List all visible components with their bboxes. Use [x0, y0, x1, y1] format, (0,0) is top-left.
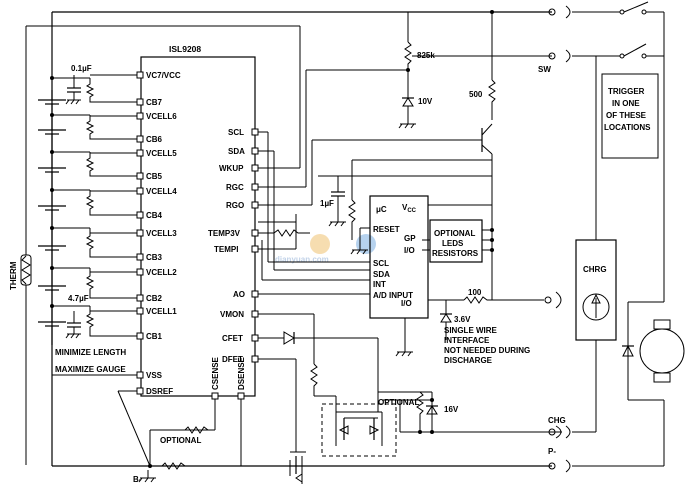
- label-100: 100: [468, 288, 482, 297]
- trigger-switches: [572, 1, 665, 467]
- pin-temp3v: TEMP3V: [208, 229, 241, 238]
- pin-vcell5: VCELL5: [146, 149, 177, 158]
- transistor-network: [412, 10, 552, 300]
- pin-cfet: CFET: [222, 334, 243, 343]
- pin-csense: CSENSE: [211, 356, 220, 390]
- mcu-ad-input: A/D INPUT: [373, 291, 413, 300]
- mcu-sda: SDA: [373, 270, 390, 279]
- mcu-reset: RESET: [373, 225, 400, 234]
- sense-network: [117, 390, 306, 484]
- chip-left-pins: [136, 71, 144, 395]
- mcu-io: I/O: [404, 246, 415, 255]
- pin-cb5: CB5: [146, 172, 163, 181]
- trigger-line-2: IN ONE: [612, 99, 640, 108]
- pin-vcell1: VCELL1: [146, 307, 177, 316]
- leds-line-3: RESISTORS: [432, 249, 479, 258]
- pin-vcell2: VCELL2: [146, 268, 177, 277]
- pin-rgc: RGC: [226, 183, 244, 192]
- fet-section: [258, 313, 562, 457]
- chip-name: ISL9208: [169, 44, 201, 54]
- mcu-vcc: VCC: [402, 203, 417, 214]
- chrg-label: CHRG: [583, 265, 607, 274]
- capacitor-1uf: [318, 159, 492, 240]
- capacitor-0-1uf: [65, 75, 81, 105]
- leds-line-2: LEDS: [442, 239, 464, 248]
- therm-label: THERM: [9, 261, 18, 290]
- single-wire-line-3: NOT NEEDED DURING: [444, 346, 530, 355]
- microcontroller: μC VCC RESET GP I/O SCL SDA INT A/D INPU…: [350, 195, 492, 357]
- optional-label-sense: OPTIONAL: [160, 436, 201, 445]
- pin-cb6: CB6: [146, 135, 163, 144]
- pin-vc7vcc: VC7/VCC: [146, 71, 181, 80]
- single-wire-line-4: DISCHARGE: [444, 356, 493, 365]
- pin-rgo: RGO: [226, 201, 244, 210]
- label-chg: CHG: [548, 416, 566, 425]
- label-bminus: B-: [133, 475, 142, 484]
- pin-vss: VSS: [146, 371, 163, 380]
- label-sw: SW: [538, 65, 551, 74]
- pin-vmon: VMON: [220, 310, 244, 319]
- pin-cb4: CB4: [146, 211, 163, 220]
- label-0-1uf: 0.1µF: [71, 64, 92, 73]
- label-1uf: 1µF: [320, 199, 334, 208]
- regulator-network: [398, 12, 416, 129]
- pin-vcell4: VCELL4: [146, 187, 177, 196]
- pin-ao: AO: [233, 290, 245, 299]
- pin-vcell3: VCELL3: [146, 229, 177, 238]
- label-500: 500: [469, 90, 483, 99]
- mcu-io2: I/O: [401, 299, 412, 308]
- pin-wkup: WKUP: [219, 164, 244, 173]
- label-3-6v: 3.6V: [454, 315, 471, 324]
- thermistor: [20, 25, 300, 465]
- pin-tempi: TEMPI: [214, 245, 238, 254]
- optional-leds-box: [422, 219, 494, 263]
- pin-dfet: DFET: [222, 355, 243, 364]
- chip-right-wiring: [258, 26, 482, 295]
- pin-cb1: CB1: [146, 332, 163, 341]
- optional-label-fet: OPTIONAL: [378, 398, 419, 407]
- mcu-scl: SCL: [373, 259, 389, 268]
- pin-dsref: DSREF: [146, 387, 173, 396]
- pin-vcell6: VCELL6: [146, 112, 177, 121]
- pin-sda: SDA: [228, 147, 245, 156]
- pin-cb2: CB2: [146, 294, 163, 303]
- label-10v: 10V: [418, 97, 433, 106]
- trigger-line-1: TRIGGER: [608, 87, 645, 96]
- pin-dsense: DSENSE: [237, 356, 246, 390]
- label-16v: 16V: [444, 405, 459, 414]
- single-wire-line-1: SINGLE WIRE: [444, 326, 498, 335]
- trigger-line-4: LOCATIONS: [604, 123, 651, 132]
- mcu-int: INT: [373, 280, 386, 289]
- label-pminus: P-: [548, 447, 556, 456]
- trigger-line-3: OF THESE: [606, 111, 647, 120]
- label-4-7uf: 4.7µF: [68, 294, 89, 303]
- single-wire-interface: [428, 291, 562, 340]
- watermark: dianyuan.com: [275, 234, 376, 264]
- connector-terminals: [548, 5, 571, 473]
- isl9208-chip: ISL9208 VC7/VCC CB7 VCELL6 CB6 VCELL5 CB…: [136, 44, 259, 400]
- pin-cb7: CB7: [146, 98, 163, 107]
- pin-scl: SCL: [228, 128, 244, 137]
- watermark-text: dianyuan.com: [275, 255, 329, 264]
- minimize-length-text: MINIMIZE LENGTH: [55, 348, 126, 357]
- single-wire-line-2: INTERFACE: [444, 336, 490, 345]
- battery-cell-stack: [38, 76, 90, 345]
- capacitor-4-7uf: [65, 311, 81, 339]
- motor: [639, 319, 685, 383]
- leds-line-1: OPTIONAL: [434, 229, 475, 238]
- mcu-gp: GP: [404, 234, 416, 243]
- pin-cb3: CB3: [146, 253, 163, 262]
- charger-block: [572, 56, 617, 433]
- maximize-gauge-text: MAXIMIZE GAUGE: [55, 365, 126, 374]
- mcu-title: μC: [376, 205, 387, 214]
- balancing-networks: [85, 74, 137, 337]
